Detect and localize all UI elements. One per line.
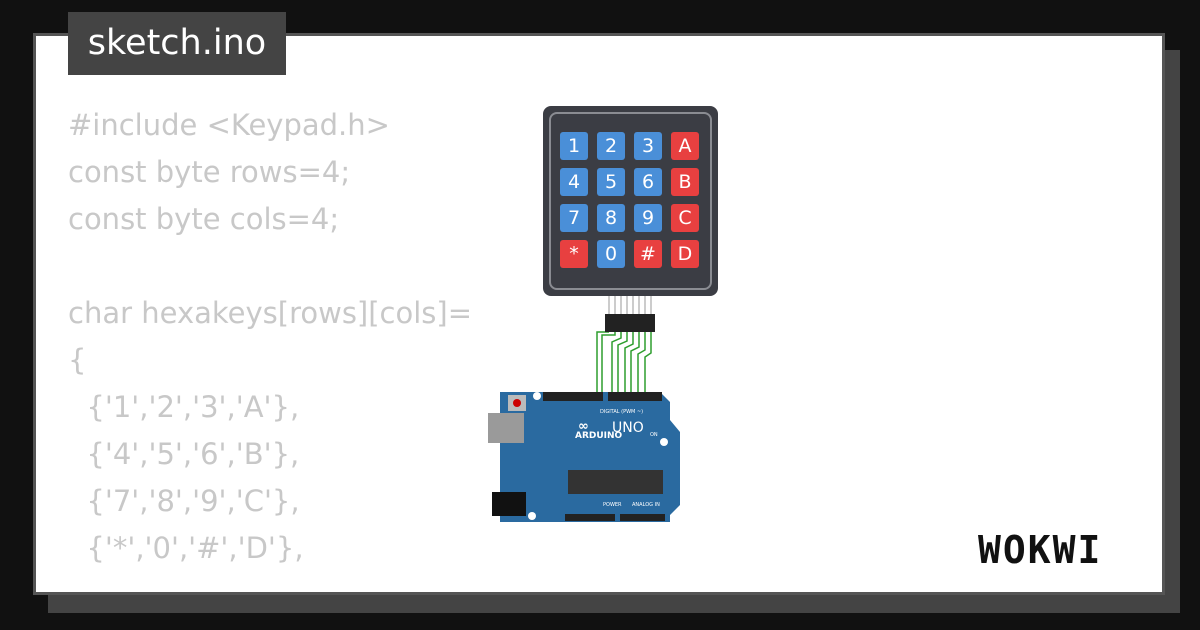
key-*[interactable]: * — [560, 240, 588, 268]
code-line: { — [68, 343, 87, 377]
sketch-title: sketch.ino — [68, 12, 286, 75]
code-line: {'7','8','9','C'}, — [68, 484, 300, 518]
wokwi-logo: WOKWI — [978, 528, 1103, 572]
arduino-uno-board: ARDUINO UNO DIGITAL (PWM ~) POWER ANALOG… — [488, 392, 680, 522]
on-label: ON — [650, 432, 658, 438]
wire — [596, 331, 609, 393]
key-4[interactable]: 4 — [560, 168, 588, 196]
key-2[interactable]: 2 — [597, 132, 625, 160]
connector-pin — [614, 296, 616, 314]
key-#[interactable]: # — [634, 240, 662, 268]
connector-pin — [620, 296, 622, 314]
key-0[interactable]: 0 — [597, 240, 625, 268]
code-line: {'1','2','3','A'}, — [68, 390, 300, 424]
wire — [601, 332, 616, 393]
key-6[interactable]: 6 — [634, 168, 662, 196]
wire — [637, 332, 646, 393]
power-label: POWER — [603, 502, 622, 508]
uno-label: UNO — [612, 420, 644, 436]
connector-pin — [608, 296, 610, 314]
keypad-connector — [605, 314, 655, 332]
code-line: const byte cols=4; — [68, 202, 340, 236]
connector-pin — [650, 296, 652, 314]
wire — [617, 332, 628, 393]
wire — [630, 332, 640, 393]
wires — [596, 331, 652, 393]
key-5[interactable]: 5 — [597, 168, 625, 196]
key-9[interactable]: 9 — [634, 204, 662, 232]
key-D[interactable]: D — [671, 240, 699, 268]
svg-text:∞: ∞ — [578, 419, 589, 434]
key-A[interactable]: A — [671, 132, 699, 160]
connector-pin — [644, 296, 646, 314]
connector-pin — [638, 296, 640, 314]
connector-pin — [626, 296, 628, 314]
key-7[interactable]: 7 — [560, 204, 588, 232]
wire — [624, 332, 634, 393]
key-C[interactable]: C — [671, 204, 699, 232]
connector-pin — [632, 296, 634, 314]
key-3[interactable]: 3 — [634, 132, 662, 160]
arduino-logo-text: ARDUINO — [575, 431, 623, 441]
key-B[interactable]: B — [671, 168, 699, 196]
key-1[interactable]: 1 — [560, 132, 588, 160]
wire — [611, 332, 622, 393]
wire — [644, 332, 652, 393]
key-8[interactable]: 8 — [597, 204, 625, 232]
code-preview: #include <Keypad.h> const byte rows=4; con… — [68, 102, 472, 572]
usb-port — [488, 413, 524, 443]
code-line: #include <Keypad.h> — [68, 108, 390, 142]
power-jack — [492, 492, 526, 516]
code-line: {'*','0','#','D'}, — [68, 531, 304, 565]
digital-label: DIGITAL (PWM ~) — [600, 409, 643, 415]
microcontroller-chip — [568, 470, 663, 494]
code-line: const byte rows=4; — [68, 155, 351, 189]
code-line: {'4','5','6','B'}, — [68, 437, 300, 471]
code-line: char hexakeys[rows][cols]= — [68, 296, 473, 330]
analog-label: ANALOG IN — [632, 502, 660, 508]
